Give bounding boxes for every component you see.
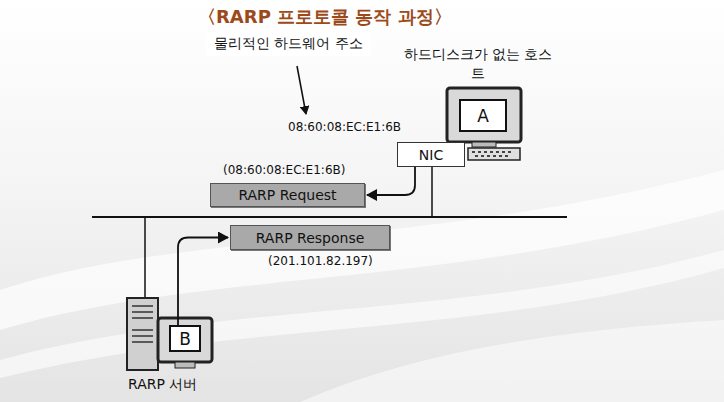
monitor-screen: B	[169, 325, 201, 352]
server-drop-wire	[144, 217, 146, 298]
host-drop-wire	[431, 167, 433, 217]
network-bus	[92, 216, 567, 218]
mac-address: (08:60:08:EC:E1:6B)	[223, 163, 345, 177]
message-box: RARP Response	[230, 225, 390, 250]
swoosh	[0, 170, 724, 330]
monitor-screen: A	[459, 99, 507, 132]
keyboard-keys	[472, 151, 511, 157]
flow-arrow	[367, 167, 415, 195]
keyboard	[468, 148, 520, 160]
server-monitor-frame	[158, 318, 212, 362]
node-text: RARP Response	[256, 230, 365, 246]
host-caption: 하드디스크가 없는 호스트	[403, 45, 553, 83]
node-text: NIC	[419, 147, 443, 163]
message-box: RARP Request	[210, 183, 365, 207]
mac-address: 08:60:08:EC:E1:6B	[288, 120, 401, 134]
callout-text: 물리적인 하드웨어 주소	[206, 32, 371, 56]
server-slots	[132, 306, 153, 342]
diagram-title: 〈RARP 프로토콜 동작 과정〉	[198, 5, 452, 29]
swoosh	[300, 320, 724, 402]
node-text: RARP Request	[238, 187, 336, 203]
leader-arrow	[297, 66, 306, 114]
ip-address: (201.101.82.197)	[268, 254, 373, 268]
flow-arrow	[178, 238, 228, 326]
monitor-frame	[447, 88, 521, 142]
server-caption: RARP 서버	[128, 376, 197, 394]
server-tower	[127, 298, 158, 370]
monitor-stand	[472, 142, 496, 147]
server-monitor-stand	[175, 362, 195, 368]
node-text: A	[477, 106, 489, 126]
node-text: B	[179, 329, 191, 349]
nic-box: NIC	[397, 142, 465, 167]
